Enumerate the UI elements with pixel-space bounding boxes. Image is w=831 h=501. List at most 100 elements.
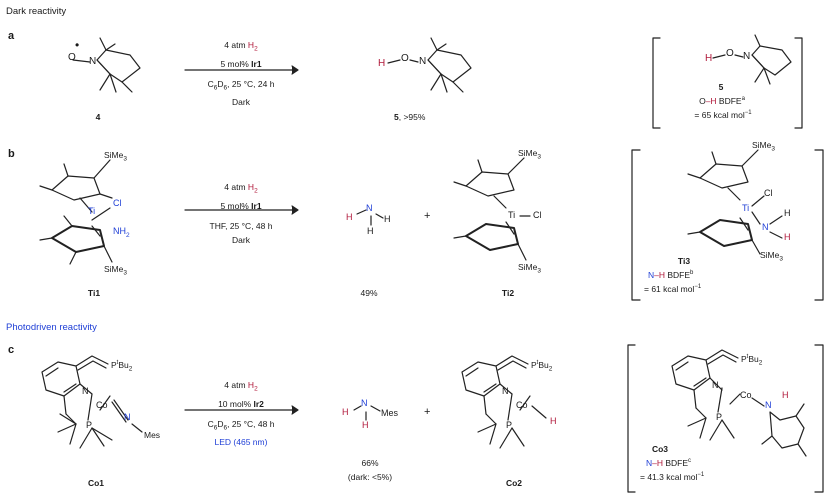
yield-b: 49% [360, 288, 378, 298]
box-co3-label: Co3 [651, 444, 669, 454]
panel-c-label: c [8, 344, 15, 356]
co3-h-atom: H [782, 390, 789, 400]
conditions-b-line1: 4 atm H2 [224, 182, 258, 195]
conditions-c-line4: LED (465 nm) [214, 437, 268, 448]
section-dark-title: Dark reactivity [6, 6, 67, 17]
product-5-label: 5, >95% [394, 112, 426, 122]
ti3-structure [687, 149, 783, 255]
box5-h-atom: H [705, 53, 713, 64]
conditions-a: 4 atm H2 5 mol% Ir1 C6D6, 25 °C, 24 h Da… [171, 38, 311, 109]
co1-co-atom: Co [96, 400, 108, 410]
tempoh-box-structure [712, 34, 792, 85]
yield-c: 66% [361, 458, 379, 468]
nh3-h1: H [346, 212, 353, 222]
mesnh2-n: N [361, 398, 368, 408]
ti2-cl: Cl [533, 210, 542, 220]
conditions-a-line3: C6D6, 25 °C, 24 h [207, 78, 275, 92]
conditions-b: 4 atm H2 5 mol% Ir1 THF, 25 °C, 48 h Dar… [171, 180, 311, 247]
compound-4-label: 4 [95, 112, 101, 122]
ti3-cl: Cl [764, 188, 773, 198]
co1-ptbu2: PtBu2 [111, 360, 133, 373]
co1-mes: Mes [144, 430, 161, 440]
plus-c: + [424, 406, 431, 418]
mes-nh2-structure [353, 405, 381, 421]
panel-a-label: a [8, 30, 15, 42]
box5-bdfe: O–H BDFEa [699, 96, 745, 106]
box-co3-value: = 41.3 kcal mol−1 [640, 472, 705, 482]
conditions-a-line1: 4 atm H2 [224, 40, 258, 53]
product5-h-atom: H [378, 58, 386, 69]
co3-ptbu2: PtBu2 [741, 354, 763, 367]
co2-p-atom: P [506, 420, 513, 430]
ti1-ti-atom: Ti [88, 206, 96, 216]
bracket-c-right [814, 344, 824, 493]
co1-structure [41, 355, 143, 449]
bracket-b-right [814, 149, 824, 301]
bracket-c-left [627, 344, 636, 493]
compound-ti1-label: Ti1 [87, 288, 101, 298]
ti2-structure [453, 157, 531, 261]
ti2-sime3-bottom: SiMe3 [518, 262, 541, 275]
conditions-b-line3: THF, 25 °C, 48 h [209, 220, 273, 231]
co1-p-atom: P [86, 420, 93, 430]
ti3-sime3-bottom: SiMe3 [760, 250, 783, 263]
compound-co2-label: Co2 [505, 478, 523, 488]
bracket-a-right [794, 37, 803, 129]
conditions-c: 4 atm H2 10 mol% Ir2 C6D6, 25 °C, 48 h L… [171, 378, 311, 449]
tempoh-structure [387, 37, 472, 93]
co3-p-atom: P [716, 412, 723, 422]
ti3-ti-atom: Ti [742, 203, 750, 213]
yield-c-dark: (dark: <5%) [347, 472, 393, 482]
co1-n-pyridine: N [82, 386, 89, 396]
co2-co-atom: Co [516, 400, 528, 410]
co3-n-pyridine: N [712, 380, 719, 390]
box5-label: 5 [718, 82, 724, 92]
tempo-structure [72, 37, 141, 93]
co2-n-pyridine: N [502, 386, 509, 396]
ti3-n: N [762, 222, 769, 232]
tempo-radical-dot: • [75, 38, 80, 52]
section-photo-title: Photodriven reactivity [6, 322, 97, 333]
conditions-b-line4: Dark [232, 234, 250, 245]
ti3-h1: H [784, 208, 791, 218]
conditions-b-line2: 5 mol% Ir1 [220, 200, 262, 211]
ti2-ti-atom: Ti [508, 210, 516, 220]
product5-n-atom: N [419, 56, 427, 67]
product5-o-atom: O [401, 53, 409, 64]
arrow-a-head [291, 65, 299, 75]
box5-n-atom: N [743, 51, 751, 62]
ti3-h2: H [784, 232, 791, 242]
ti1-cl: Cl [113, 198, 122, 208]
box-ti3-value: = 61 kcal mol−1 [644, 284, 702, 294]
co2-ptbu2: PtBu2 [531, 360, 553, 373]
co1-n-imido: N [124, 412, 131, 422]
box-co3-bdfe: N–H BDFEc [646, 458, 692, 468]
co2-structure [461, 355, 547, 449]
nh3-h3: H [367, 226, 374, 236]
arrow-c-head [291, 405, 299, 415]
conditions-a-line2: 5 mol% Ir1 [220, 58, 262, 69]
arrow-b-head [291, 205, 299, 215]
co2-h-atom: H [550, 416, 557, 426]
ti1-sime3: SiMe3 [104, 150, 127, 163]
conditions-c-line2: 10 mol% Ir2 [218, 398, 264, 409]
conditions-c-line3: C6D6, 25 °C, 48 h [207, 418, 275, 432]
mesnh2-h2: H [362, 420, 369, 430]
panel-b-label: b [8, 148, 15, 160]
compound-ti2-label: Ti2 [501, 288, 515, 298]
box-ti3-label: Ti3 [677, 256, 691, 266]
ti1-sime3-bottom: SiMe3 [104, 264, 127, 277]
co3-structure [671, 349, 807, 457]
ti1-structure [39, 159, 113, 265]
bracket-b-left [631, 149, 641, 301]
box-ti3-bdfe: N–H BDFEb [648, 270, 694, 280]
compound-co1-label: Co1 [87, 478, 105, 488]
ti3-sime3: SiMe3 [752, 140, 775, 153]
co3-co-atom: Co [740, 390, 752, 400]
nh3-h2: H [384, 214, 391, 224]
plus-b: + [424, 210, 431, 222]
mesnh2-h1: H [342, 407, 349, 417]
conditions-c-line1: 4 atm H2 [224, 380, 258, 393]
nh3-structure [356, 209, 384, 226]
